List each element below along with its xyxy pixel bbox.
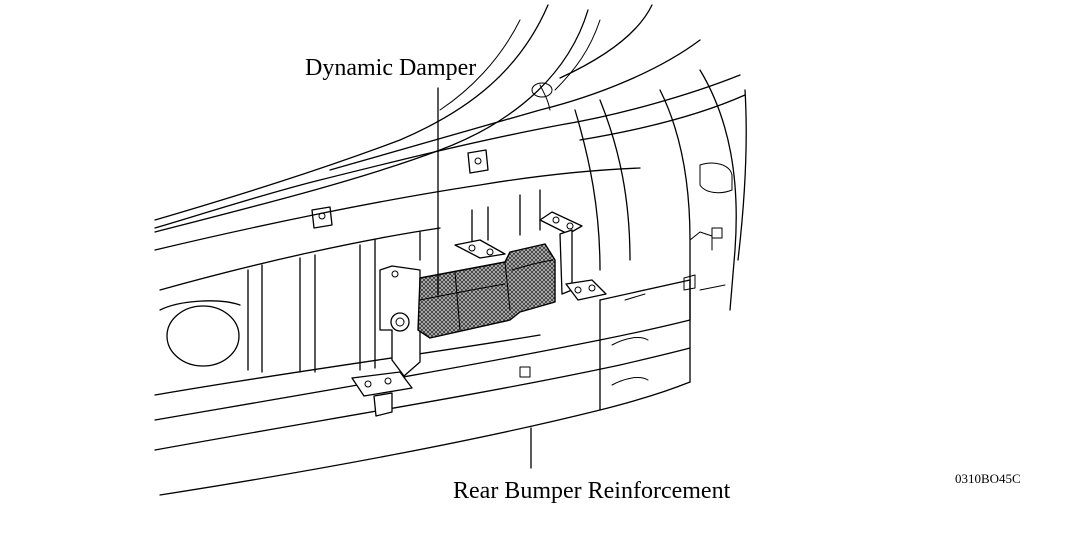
rear-panel bbox=[154, 167, 641, 396]
dynamic-damper bbox=[417, 243, 556, 339]
figure-code: 0310BO45C bbox=[955, 471, 1021, 486]
clip-upper bbox=[467, 149, 489, 174]
right-bracket bbox=[539, 211, 607, 301]
mid-bracket bbox=[454, 239, 506, 259]
clip-lower bbox=[311, 206, 333, 229]
left-bracket bbox=[351, 265, 421, 417]
rear-bumper-reinforcement-label: Rear Bumper Reinforcement bbox=[453, 478, 731, 504]
upper-body-panel bbox=[154, 4, 746, 233]
rear-bumper-reinforcement bbox=[154, 279, 691, 496]
dynamic-damper-label: Dynamic Damper bbox=[305, 55, 477, 81]
right-pillar bbox=[574, 69, 747, 321]
